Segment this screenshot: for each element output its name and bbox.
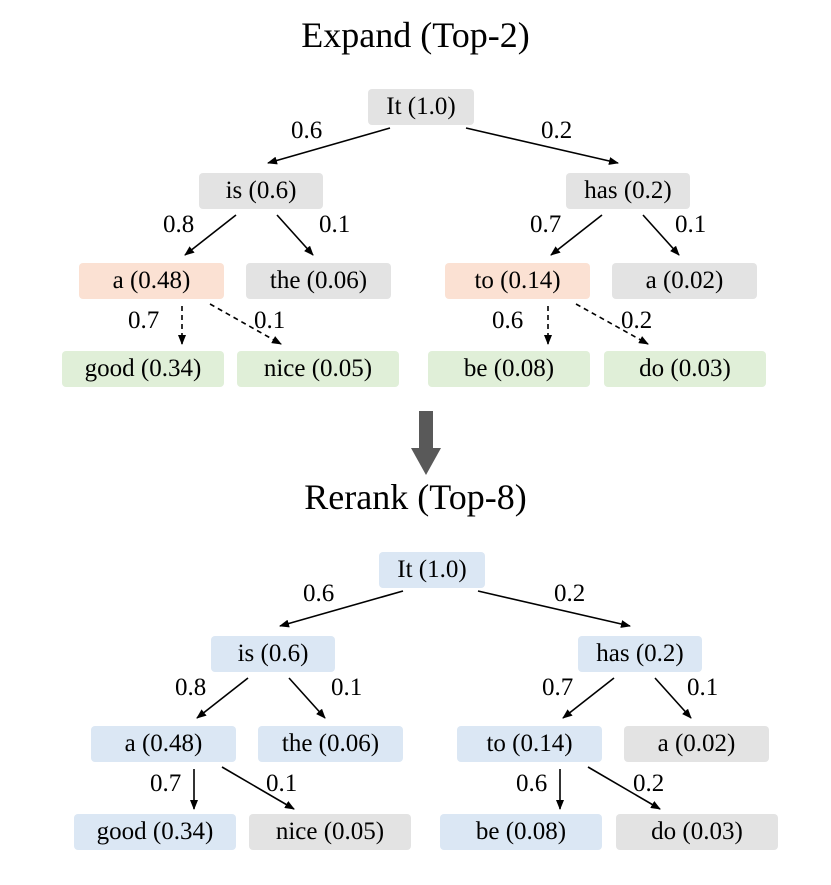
- bottom-weight-root-is: 0.6: [303, 580, 335, 607]
- top-node-it: It (1.0): [368, 89, 474, 125]
- bottom-title: Rerank (Top-8): [304, 477, 527, 517]
- bottom-node-to: to (0.14): [457, 726, 602, 762]
- edge-to-do: [587, 766, 661, 810]
- top-node-good: good (0.34): [62, 351, 224, 387]
- bottom-node-nice: nice (0.05): [249, 814, 411, 850]
- top-node-has: has (0.2): [566, 173, 690, 209]
- edge-is-the: [288, 677, 326, 719]
- top-weight-a-nice: 0.1: [254, 307, 286, 334]
- top-weight-root-is: 0.6: [291, 117, 323, 144]
- bottom-weight-is-the: 0.1: [331, 674, 363, 701]
- bottom-weight-root-has: 0.2: [554, 580, 586, 607]
- top-node-to: to (0.14): [445, 263, 590, 299]
- top-weight-has-a2: 0.1: [675, 211, 707, 238]
- top-node-do: do (0.03): [604, 351, 766, 387]
- edge-root-is: [279, 590, 404, 628]
- edge-root-has: [465, 127, 619, 165]
- bottom-node-is: is (0.6): [211, 636, 335, 672]
- bottom-weight-is-a: 0.8: [175, 674, 207, 701]
- bottom-node-be: be (0.08): [440, 814, 602, 850]
- down-arrow-shaft: [419, 411, 433, 449]
- top-node-a2: a (0.02): [612, 263, 757, 299]
- edge-is-a: [196, 677, 249, 719]
- edge-root-has: [477, 590, 631, 628]
- bottom-weight-a-good: 0.7: [150, 770, 182, 797]
- bottom-node-has: has (0.2): [578, 636, 702, 672]
- bottom-weight-has-a2: 0.1: [687, 674, 719, 701]
- bottom-weight-to-be: 0.6: [516, 770, 548, 797]
- edge-a-nice: [221, 766, 295, 810]
- top-weight-to-do: 0.2: [621, 307, 653, 334]
- top-weight-is-the: 0.1: [319, 211, 351, 238]
- top-node-a: a (0.48): [79, 263, 224, 299]
- edge-has-a2: [642, 214, 680, 256]
- bottom-node-good: good (0.34): [74, 814, 236, 850]
- top-node-the: the (0.06): [246, 263, 391, 299]
- top-title: Expand (Top-2): [301, 15, 530, 55]
- top-weight-a-good: 0.7: [128, 307, 160, 334]
- edge-has-a2: [654, 677, 692, 719]
- top-weight-root-has: 0.2: [541, 117, 573, 144]
- edge-root-is: [267, 127, 391, 165]
- bottom-node-a2: a (0.02): [624, 726, 769, 762]
- bottom-node-do: do (0.03): [616, 814, 778, 850]
- bottom-weight-to-do: 0.2: [633, 770, 665, 797]
- top-weight-is-a: 0.8: [163, 211, 195, 238]
- edge-is-the: [276, 214, 314, 256]
- edge-to-do: [575, 303, 649, 345]
- bottom-node-the: the (0.06): [258, 726, 403, 762]
- bottom-node-it: It (1.0): [379, 552, 485, 588]
- top-node-be: be (0.08): [428, 351, 590, 387]
- top-node-is: is (0.6): [199, 173, 323, 209]
- bottom-node-a: a (0.48): [91, 726, 236, 762]
- top-weight-has-to: 0.7: [530, 211, 562, 238]
- top-node-nice: nice (0.05): [237, 351, 399, 387]
- edge-is-a: [184, 214, 237, 256]
- edge-has-to: [550, 214, 603, 256]
- top-weight-to-be: 0.6: [492, 307, 524, 334]
- edge-a-nice: [209, 303, 282, 345]
- bottom-weight-a-nice: 0.1: [266, 770, 298, 797]
- edge-has-to: [562, 677, 615, 719]
- bottom-weight-has-to: 0.7: [542, 674, 574, 701]
- down-arrow-head: [411, 448, 441, 475]
